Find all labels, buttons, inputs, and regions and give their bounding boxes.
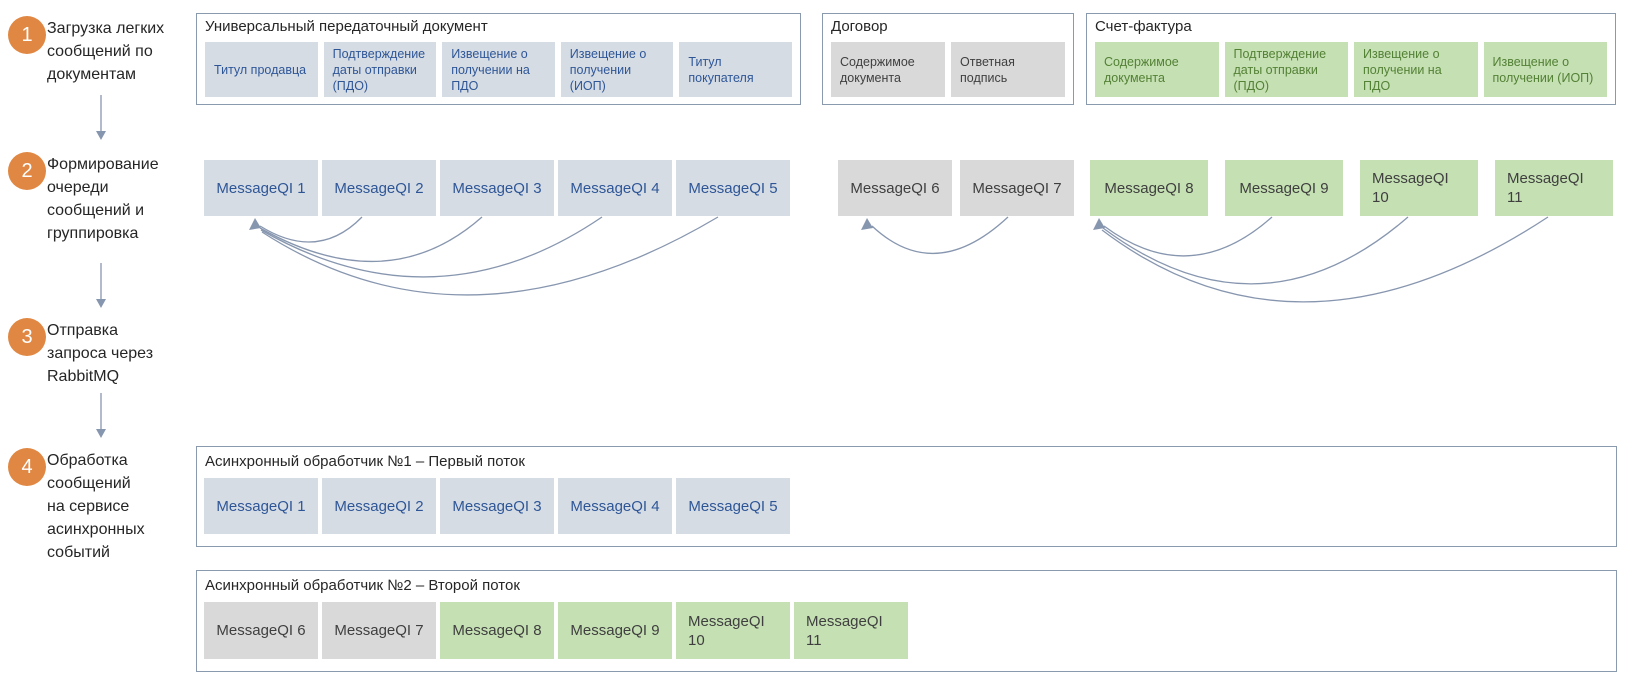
arrowhead-icon [96,429,106,438]
doc-group-invoice-title: Счет-фактура [1095,18,1192,35]
queue-message-7: MessageQI 7 [960,160,1074,216]
queue-message-3: MessageQI 3 [440,160,554,216]
handler-message-label: MessageQI 4 [570,497,660,515]
queue-message-6: MessageQI 6 [838,160,952,216]
queue-message-2: MessageQI 2 [322,160,436,216]
doc-group-contract-parts: Содержимое документа Ответная подпись [831,42,1065,97]
handler-message-label: MessageQI 7 [334,622,424,639]
handler-message-label: MessageQI 1 [216,497,306,515]
handler-1-message-1: MessageQI 1 [204,478,318,534]
queue-message-9: MessageQI 9 [1225,160,1343,216]
doc-group-contract: Договор Содержимое документа Ответная по… [822,13,1074,105]
doc-part: Содержимое документа [1095,42,1219,97]
queue-message-label: MessageQI 7 [972,179,1062,197]
step-4-label: Обработка сообщений на сервисе асинхронн… [47,452,145,561]
handler-message-label: MessageQI 3 [452,497,542,515]
handler-message-label: MessageQI 11 [806,612,883,649]
arrowhead-icon [96,299,106,308]
doc-group-invoice: Счет-фактура Содержимое документа Подтве… [1086,13,1616,105]
handler-message-label: MessageQI 2 [334,497,424,515]
handler-2-title: Асинхронный обработчик №2 – Второй поток [205,577,520,594]
handler-1-message-4: MessageQI 4 [558,478,672,534]
queue-message-4: MessageQI 4 [558,160,672,216]
handler-2-message-9: MessageQI 9 [558,602,672,659]
handler-message-label: MessageQI 9 [570,622,660,639]
doc-group-invoice-parts: Содержимое документа Подтверждение даты … [1095,42,1607,97]
doc-group-upd: Универсальный передаточный документ Титу… [196,13,801,105]
step-2-label: Формирование очереди сообщений и группир… [47,156,159,242]
handler-1-title: Асинхронный обработчик №1 – Первый поток [205,453,525,470]
queue-message-11: MessageQI 11 [1495,160,1613,216]
doc-part: Титул покупателя [679,42,792,97]
step-3-circle: 3 [8,318,46,356]
doc-part: Извещение о получении на ПДО [1354,42,1478,97]
handler-2-message-8: MessageQI 8 [440,602,554,659]
handler-1-message-5: MessageQI 5 [676,478,790,534]
queue-message-label: MessageQI 9 [1239,179,1329,197]
step-1-circle: 1 [8,16,46,54]
step-4-circle: 4 [8,448,46,486]
arrow-msg4-to-msg1 [260,216,603,278]
doc-part: Подтверждение даты отправки (ПДО) [323,42,437,97]
doc-part: Титул продавца [205,42,318,97]
queue-message-label: MessageQI 4 [570,179,660,197]
doc-part: Извещение о получении (ИОП) [1483,42,1607,97]
handler-message-label: MessageQI 8 [452,622,542,639]
doc-part: Содержимое документа [831,42,945,97]
handler-2-message-6: MessageQI 6 [204,602,318,659]
doc-group-upd-parts: Титул продавца Подтверждение даты отправ… [205,42,792,97]
queue-message-label: MessageQI 6 [850,179,940,197]
handler-2-message-11: MessageQI 11 [794,602,908,659]
arrowhead-icon [1093,218,1105,230]
queue-message-1: MessageQI 1 [204,160,318,216]
handler-message-label: MessageQI 10 [688,612,765,649]
queue-message-label: MessageQI 5 [688,179,778,197]
handler-2-message-7: MessageQI 7 [322,602,436,659]
queue-message-10: MessageQI 10 [1360,160,1478,216]
arrow-msg10-to-msg8 [1102,216,1409,285]
handler-2-message-10: MessageQI 10 [676,602,790,659]
queue-message-label: MessageQI 10 [1372,170,1449,206]
handler-message-label: MessageQI 6 [216,622,306,639]
queue-message-label: MessageQI 11 [1507,170,1584,206]
arrow-msg5-to-msg1 [261,216,719,296]
queue-message-label: MessageQI 1 [216,179,306,197]
arrow-msg11-to-msg8 [1101,216,1549,303]
arrow-msg9-to-msg8 [1103,216,1273,257]
doc-group-contract-title: Договор [831,18,888,35]
arrow-msg3-to-msg1 [259,216,483,262]
queue-message-8: MessageQI 8 [1090,160,1208,216]
doc-group-upd-title: Универсальный передаточный документ [205,18,488,35]
doc-part: Извещение о получении (ИОП) [560,42,674,97]
arrowhead-icon [96,131,106,140]
queue-message-label: MessageQI 8 [1104,179,1194,197]
handler-1-message-2: MessageQI 2 [322,478,436,534]
handler-1-message-3: MessageQI 3 [440,478,554,534]
step-2-circle: 2 [8,152,46,190]
arrow-msg7-to-msg6 [871,216,1009,254]
step-3-label: Отправка запроса через RabbitMQ [47,322,154,385]
queue-message-label: MessageQI 2 [334,179,424,197]
doc-part: Ответная подпись [951,42,1065,97]
step-1-label: Загрузка легких сообщений по документам [47,20,165,83]
doc-part: Подтверждение даты отправки (ПДО) [1224,42,1348,97]
handler-message-label: MessageQI 5 [688,497,778,515]
arrow-msg2-to-msg1 [259,216,363,243]
arrowhead-icon [249,218,261,230]
queue-message-label: MessageQI 3 [452,179,542,197]
arrowhead-icon [861,218,873,230]
queue-message-5: MessageQI 5 [676,160,790,216]
doc-part: Извещение о получении на ПДО [442,42,555,97]
